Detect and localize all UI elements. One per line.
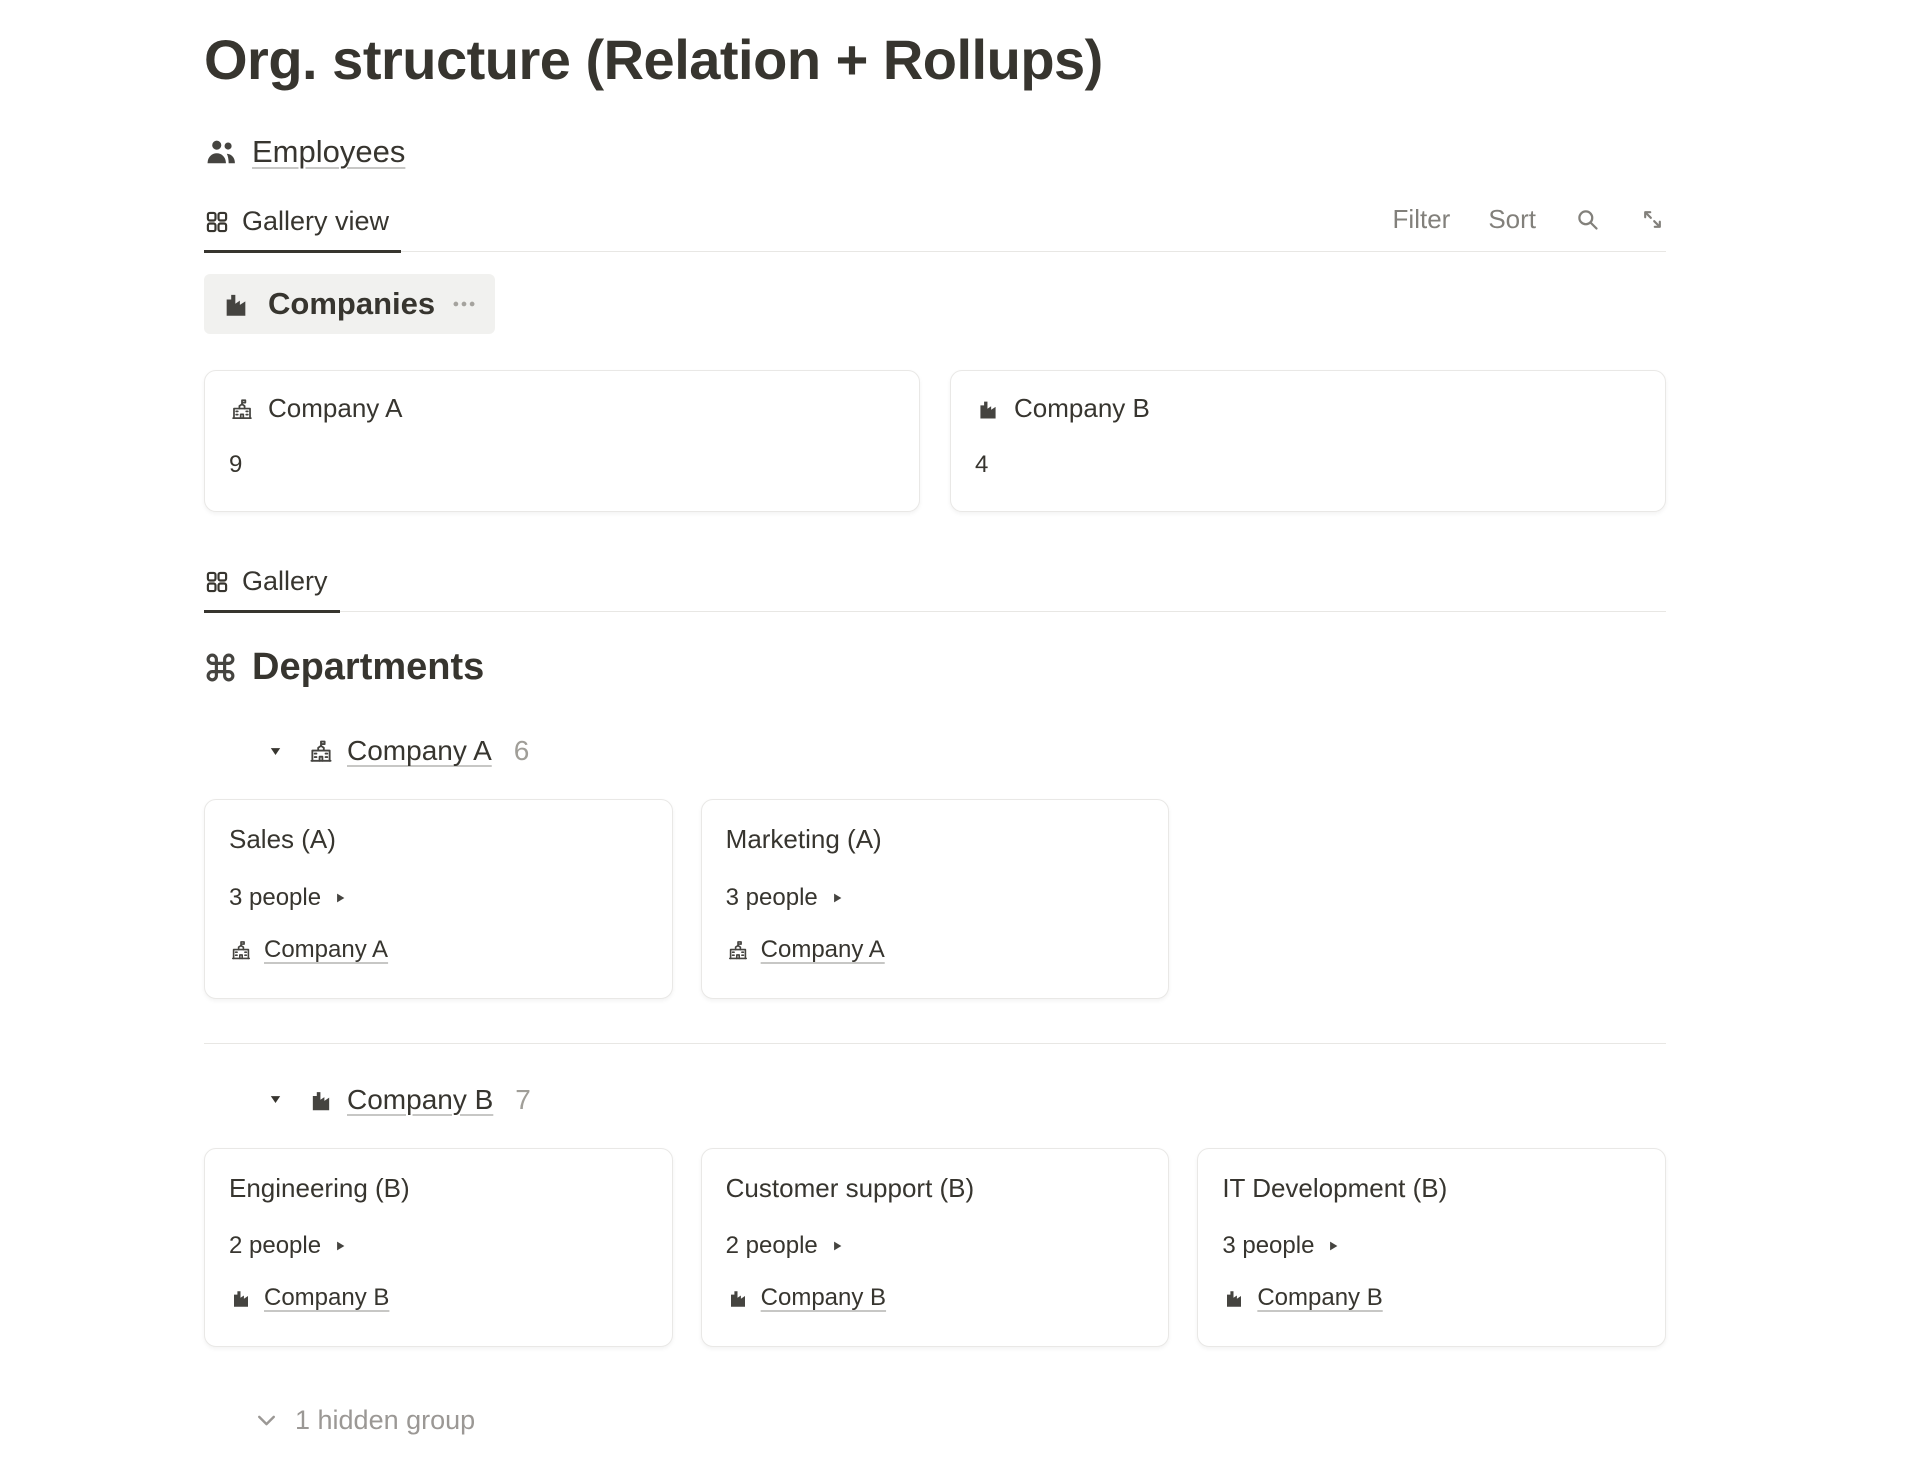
search-icon[interactable] <box>1574 206 1601 233</box>
department-card-it-development[interactable]: IT Development (B) 3 people Company B <box>1197 1147 1666 1347</box>
relation-company-link[interactable]: Company A <box>760 935 885 963</box>
group-company-link[interactable]: Company B <box>347 1083 494 1115</box>
companies-section-header[interactable]: Companies <box>204 274 496 335</box>
company-rollup-value: 9 <box>229 450 243 478</box>
relation-company-link[interactable]: Company B <box>264 1283 390 1311</box>
group-header-company-a: Company A 6 <box>268 735 1666 767</box>
tab-gallery-view-label: Gallery view <box>242 206 390 237</box>
play-arrow-icon <box>333 891 347 905</box>
department-card-title: Customer support (B) <box>725 1172 975 1203</box>
collapse-triangle-icon[interactable] <box>268 744 283 759</box>
companies-section-title: Companies <box>268 286 436 322</box>
play-arrow-icon <box>830 891 844 905</box>
play-arrow-icon <box>830 1239 844 1253</box>
factory-icon <box>229 1286 253 1310</box>
school-building-icon <box>229 938 253 962</box>
collapse-triangle-icon[interactable] <box>268 1092 283 1107</box>
notion-page: Org. structure (Relation + Rollups) Empl… <box>204 28 1666 1436</box>
group-divider <box>204 1042 1666 1044</box>
department-card-sales[interactable]: Sales (A) 3 people Company A <box>204 799 673 999</box>
hidden-group-label: 1 hidden group <box>295 1404 476 1435</box>
factory-icon <box>1222 1286 1246 1310</box>
relation-company-link[interactable]: Company B <box>1257 1283 1383 1311</box>
ellipsis-menu-icon[interactable] <box>451 291 477 317</box>
group-count: 7 <box>515 1083 531 1115</box>
people-rollup: 2 people <box>725 1231 818 1259</box>
filter-button[interactable]: Filter <box>1392 204 1451 235</box>
people-rollup: 3 people <box>229 883 322 911</box>
people-rollup: 3 people <box>1222 1231 1315 1259</box>
departments-gallery-company-b: Engineering (B) 2 people Company B Custo… <box>204 1147 1666 1347</box>
department-card-title: Engineering (B) <box>229 1172 410 1203</box>
relation-company-link[interactable]: Company A <box>264 935 389 963</box>
department-card-title: Marketing (A) <box>725 824 882 855</box>
factory-icon <box>726 1286 750 1310</box>
departments-section-header: Departments <box>204 646 1666 689</box>
relation-company-link[interactable]: Company B <box>760 1283 887 1311</box>
people-rollup: 2 people <box>229 1231 322 1259</box>
company-card-a[interactable]: Company A 9 <box>204 370 920 513</box>
employees-link-label: Employees <box>252 134 406 170</box>
gallery-grid-icon <box>204 569 230 595</box>
company-rollup-value: 4 <box>975 450 989 478</box>
gallery-grid-icon <box>204 209 230 235</box>
department-card-customer-support[interactable]: Customer support (B) 2 people Company B <box>700 1147 1170 1347</box>
view-tabbar: Gallery view Filter Sort <box>204 196 1666 253</box>
factory-icon <box>220 288 252 320</box>
tab-gallery-view[interactable]: Gallery view <box>204 196 407 253</box>
play-arrow-icon <box>1326 1239 1340 1253</box>
view-toolbar: Filter Sort <box>1393 204 1666 251</box>
tab-gallery-label: Gallery <box>242 566 328 597</box>
department-card-title: Sales (A) <box>229 824 336 855</box>
company-card-title: Company A <box>268 393 403 424</box>
factory-icon <box>975 396 1001 422</box>
school-building-icon <box>229 396 255 422</box>
company-card-title: Company B <box>1014 393 1150 424</box>
tab-gallery[interactable]: Gallery <box>204 556 346 613</box>
people-rollup: 3 people <box>725 883 818 911</box>
employees-database-link[interactable]: Employees <box>204 134 1666 170</box>
people-icon <box>204 135 238 169</box>
group-count: 6 <box>513 735 530 767</box>
departments-section-title: Departments <box>252 646 485 689</box>
expand-icon[interactable] <box>1639 206 1666 233</box>
departments-gallery-company-a: Sales (A) 3 people Company A Marketing (… <box>204 799 1666 999</box>
school-building-icon <box>307 737 335 765</box>
page-title: Org. structure (Relation + Rollups) <box>204 28 1103 91</box>
companies-gallery: Company A 9 Company B 4 <box>204 370 1666 513</box>
department-card-marketing[interactable]: Marketing (A) 3 people Company A <box>700 799 1170 999</box>
command-icon <box>204 651 237 684</box>
chevron-down-icon <box>254 1408 279 1433</box>
company-card-b[interactable]: Company B 4 <box>950 370 1666 513</box>
group-header-company-b: Company B 7 <box>268 1084 1666 1116</box>
play-arrow-icon <box>333 1239 347 1253</box>
sort-button[interactable]: Sort <box>1488 204 1536 235</box>
departments-tabbar: Gallery <box>204 556 1666 613</box>
factory-icon <box>307 1086 335 1114</box>
department-card-engineering[interactable]: Engineering (B) 2 people Company B <box>204 1147 673 1347</box>
school-building-icon <box>726 938 750 962</box>
hidden-group-toggle[interactable]: 1 hidden group <box>254 1405 1666 1436</box>
department-card-title: IT Development (B) <box>1222 1172 1448 1203</box>
group-company-link[interactable]: Company A <box>347 735 492 767</box>
